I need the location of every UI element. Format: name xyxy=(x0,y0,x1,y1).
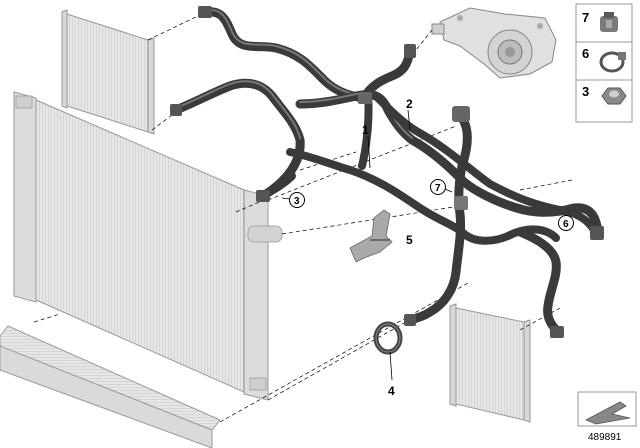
charge-air-cooler xyxy=(0,325,221,448)
callout-3: 3 xyxy=(294,196,300,207)
legend-item-3: 3 xyxy=(582,84,627,105)
callout-6: 6 xyxy=(563,219,569,230)
callout-4: 4 xyxy=(388,384,395,398)
hose-clamp-icon xyxy=(599,51,626,73)
auxiliary-radiator-right xyxy=(449,303,531,423)
svg-text:3: 3 xyxy=(582,84,589,99)
callout-3-circle xyxy=(289,192,305,208)
orientation-arrow-icon xyxy=(577,391,637,427)
main-radiator xyxy=(13,91,283,401)
callout-6-circle xyxy=(558,215,574,231)
clamp-clip-icon xyxy=(600,12,618,32)
callout-2: 2 xyxy=(406,97,413,111)
callout-7: 7 xyxy=(435,183,441,194)
parts-legend: 7 6 3 xyxy=(575,3,633,123)
svg-text:7: 7 xyxy=(582,10,589,25)
sealing-ring xyxy=(373,321,403,355)
callout-7-circle xyxy=(430,179,446,195)
callout-5: 5 xyxy=(406,233,413,247)
water-pump xyxy=(431,7,557,79)
callout-1: 1 xyxy=(362,123,369,137)
diagram-number: 489891 xyxy=(588,432,622,443)
callout-labels: 1 2 5 4 3 7 6 xyxy=(289,97,574,398)
hex-nut-icon xyxy=(601,87,627,105)
hose-bracket xyxy=(349,209,393,263)
legend-item-6: 6 xyxy=(582,46,626,73)
legend-item-7: 7 xyxy=(582,10,618,32)
svg-text:6: 6 xyxy=(582,46,589,61)
auxiliary-radiator-top xyxy=(61,9,155,135)
hose-connectors xyxy=(170,6,604,338)
